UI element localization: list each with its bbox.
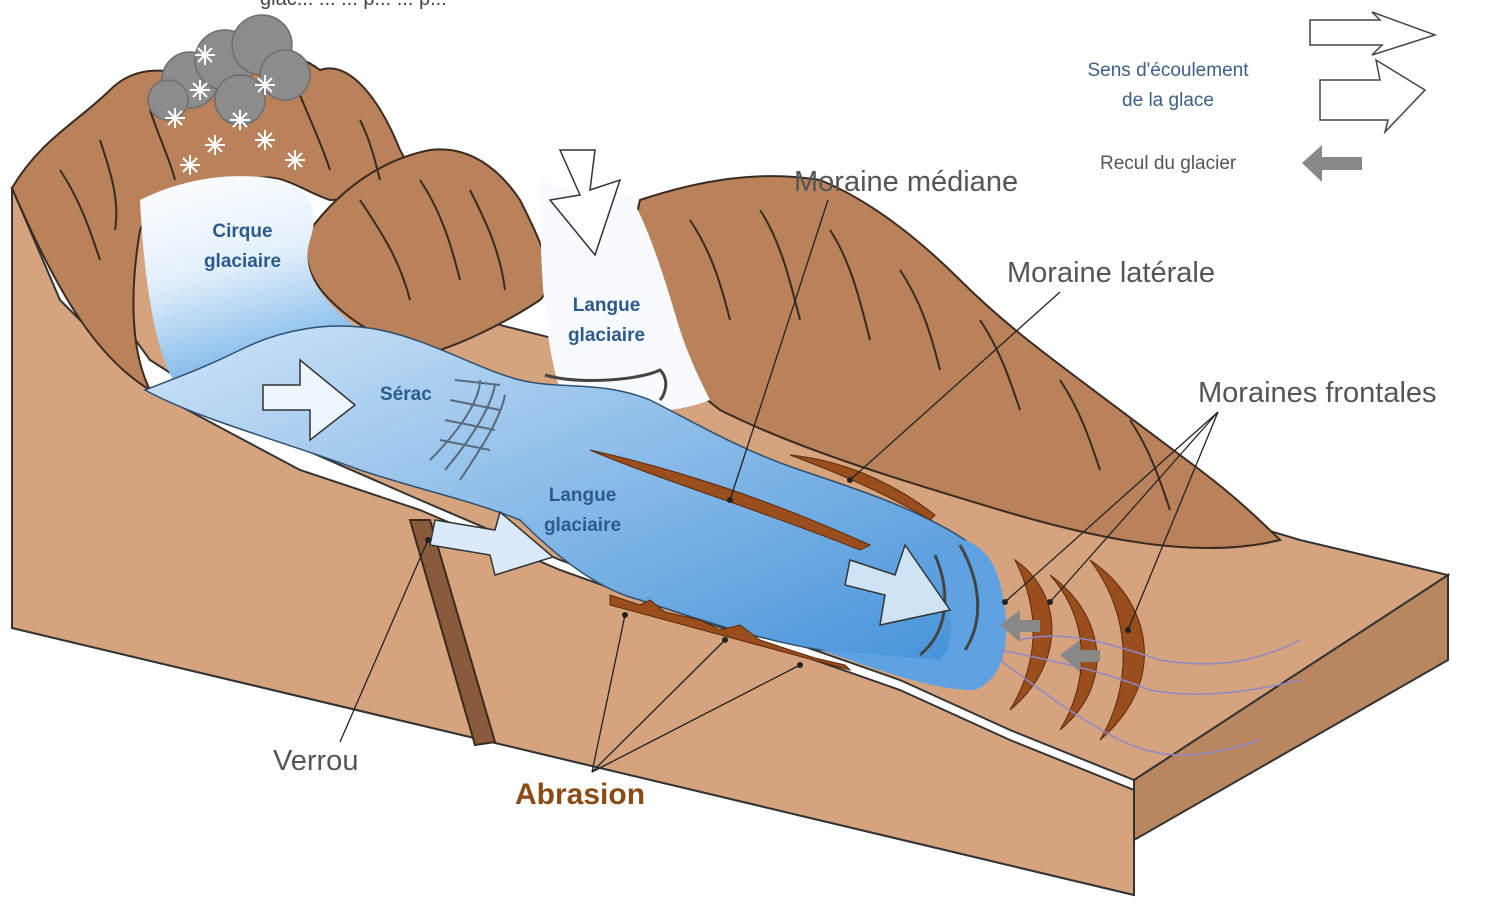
moraine-mediane-label: Moraine médiane xyxy=(794,166,1018,199)
legend-flow-line2: de la glace xyxy=(1058,86,1278,116)
lower-tongue-label: Langue glaciaire xyxy=(530,481,635,541)
legend-retreat-label: Recul du glacier xyxy=(1100,149,1236,179)
lower-tongue-label-line2: glaciaire xyxy=(530,511,635,541)
cirque-label: Cirque glaciaire xyxy=(190,217,295,277)
legend-icons xyxy=(1302,12,1435,182)
moraine-laterale-label: Moraine latérale xyxy=(1007,257,1215,290)
cirque-label-line2: glaciaire xyxy=(190,247,295,277)
legend-flow-label: Sens d'écoulement de la glace xyxy=(1058,56,1278,116)
top-cropped-text: glac... ... ... p... ... p... xyxy=(260,0,447,11)
legend-flow-line1: Sens d'écoulement xyxy=(1058,56,1278,86)
upper-tongue-label-line1: Langue xyxy=(554,291,659,321)
verrou-label: Verrou xyxy=(273,745,358,778)
flow-arrow-icon xyxy=(1320,60,1425,132)
moraines-frontales-label: Moraines frontales xyxy=(1198,377,1437,410)
cirque-label-line1: Cirque xyxy=(190,217,295,247)
upper-tongue-label-line2: glaciaire xyxy=(554,321,659,351)
serac-label: Sérac xyxy=(380,380,432,410)
abrasion-label: Abrasion xyxy=(515,778,645,812)
retreat-arrow-icon xyxy=(1302,145,1362,182)
flow-arrow-icon xyxy=(1310,12,1435,55)
upper-tongue-label: Langue glaciaire xyxy=(554,291,659,351)
lower-tongue-label-line1: Langue xyxy=(530,481,635,511)
